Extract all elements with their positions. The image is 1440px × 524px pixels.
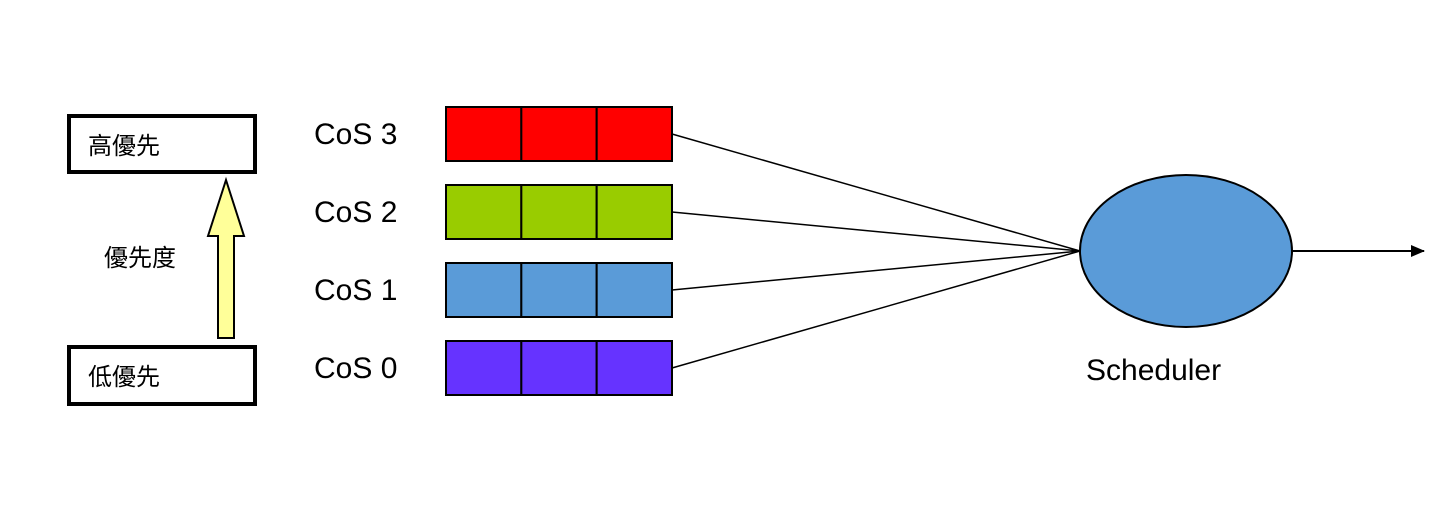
cos-3-link xyxy=(671,133,1081,252)
cos-2-queue-slot xyxy=(445,184,523,240)
cos-1-queue-slot xyxy=(595,262,674,318)
low-priority-box xyxy=(67,345,257,406)
cos-3-queue-slot xyxy=(595,106,674,162)
cos-0-queue-slot xyxy=(520,340,598,396)
scheduler-label: Scheduler xyxy=(1086,354,1221,387)
cos-0-label: CoS 0 xyxy=(314,352,397,385)
high-priority-label: 高優先 xyxy=(88,132,160,160)
cos-2-link xyxy=(671,211,1081,252)
cos-0-link xyxy=(671,250,1081,369)
cos-0-queue-slot xyxy=(445,340,523,396)
cos-2-queue-slot xyxy=(595,184,674,240)
cos-3-label: CoS 3 xyxy=(314,118,397,151)
cos-3-queue-slot xyxy=(520,106,598,162)
cos-2-label: CoS 2 xyxy=(314,196,397,229)
cos-1-queue-slot xyxy=(520,262,598,318)
cos-1-label: CoS 1 xyxy=(314,274,397,307)
queue-scheduler-links xyxy=(671,133,1081,369)
cos-3-queue-slot xyxy=(445,106,523,162)
high-priority-box xyxy=(67,114,257,174)
queue-group: CoS 3 CoS 2 CoS 1 CoS 0 xyxy=(314,106,674,396)
cos-0-queue-slot xyxy=(595,340,674,396)
cos-1-link xyxy=(671,250,1081,291)
cos-2-queue-slot xyxy=(520,184,598,240)
priority-axis-label: 優先度 xyxy=(104,244,176,272)
low-priority-label: 低優先 xyxy=(88,363,160,391)
cos-1-queue-slot xyxy=(445,262,523,318)
priority-up-arrow-icon xyxy=(206,176,246,339)
scheduler-node xyxy=(1079,174,1293,328)
